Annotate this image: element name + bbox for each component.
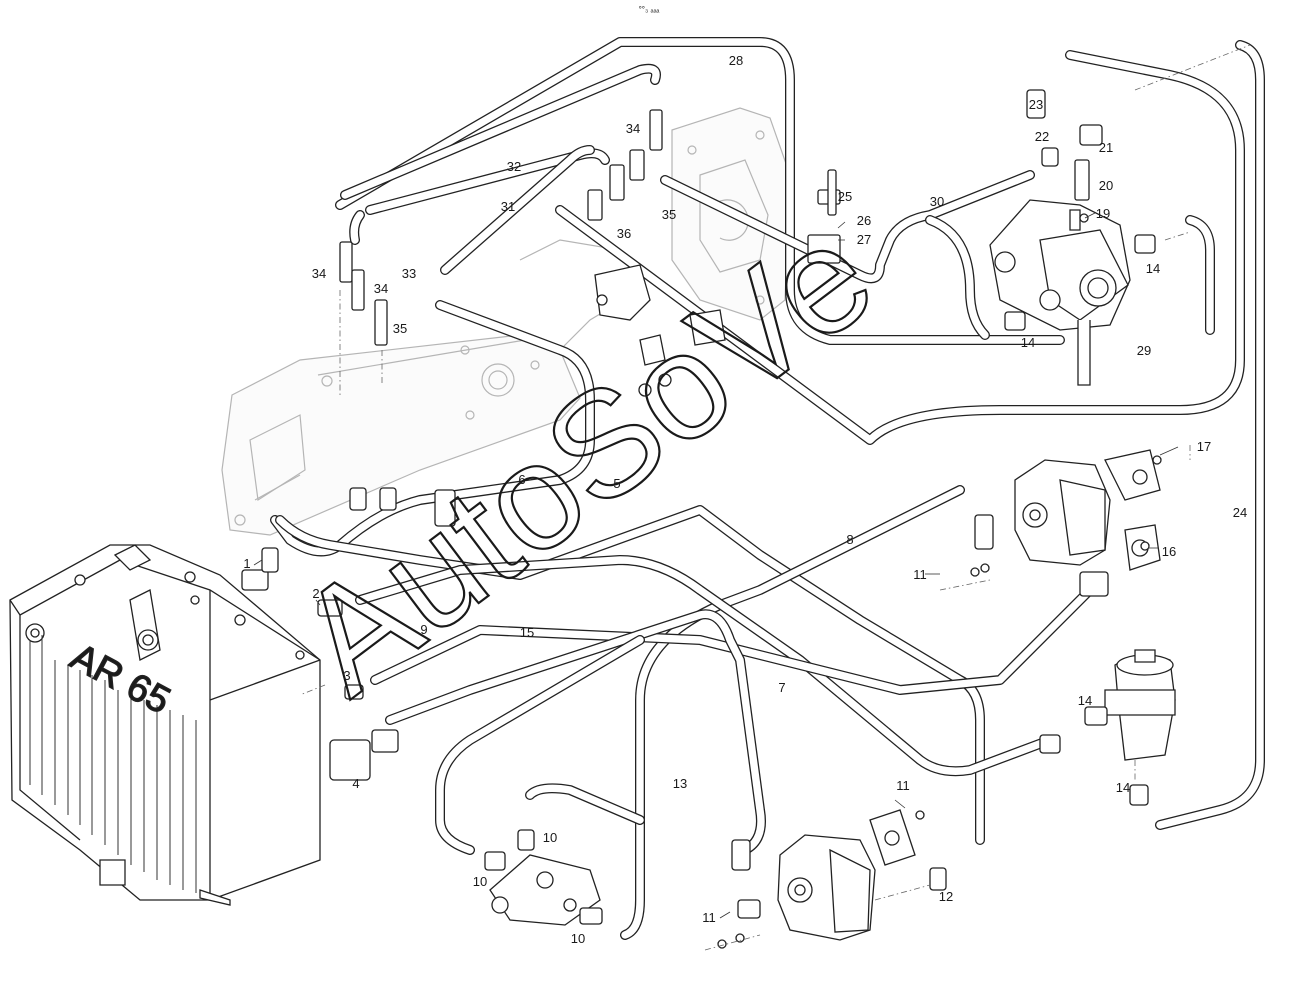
hydraulic-pump-upper-right <box>989 199 1131 386</box>
callout-c24: 24 <box>1233 505 1247 520</box>
callout-c14d: 14 <box>1116 780 1130 795</box>
hose-13 <box>435 635 645 855</box>
hose-28 <box>335 37 1065 345</box>
hose-29b <box>1185 215 1215 335</box>
hose-31 <box>349 145 610 275</box>
hose-30 <box>660 170 1035 340</box>
callout-c17: 17 <box>1197 439 1211 454</box>
callout-c34c: 34 <box>626 121 640 136</box>
callout-c14a: 14 <box>1146 261 1160 276</box>
callout-c35b: 35 <box>662 207 676 222</box>
callout-c3: 3 <box>343 668 350 683</box>
callout-c2: 2 <box>312 586 319 601</box>
callout-c20: 20 <box>1099 178 1113 193</box>
hose-29 <box>555 50 1245 445</box>
callout-c35a: 35 <box>393 321 407 336</box>
hydraulic-pump-lower <box>777 809 916 941</box>
callout-c9: 9 <box>420 622 427 637</box>
hose-24 <box>1155 40 1265 830</box>
hose-6 <box>270 300 595 557</box>
callout-c34a: 34 <box>312 266 326 281</box>
callout-c5: 5 <box>613 476 620 491</box>
hydraulic-filter <box>1104 649 1176 761</box>
callout-c36: 36 <box>617 226 631 241</box>
hose-32 <box>340 63 661 200</box>
hose-5 <box>275 505 985 845</box>
callout-c34b: 34 <box>374 281 388 296</box>
hose-7 <box>355 555 1055 777</box>
header-code: °°₃ ₐₐₐ <box>639 5 661 14</box>
callout-c16: 16 <box>1162 544 1176 559</box>
callout-labels: 1234567891010101111111213141414141516171… <box>243 53 1247 946</box>
callout-c11b: 11 <box>896 778 910 793</box>
callout-c12: 12 <box>939 889 953 904</box>
callout-c28: 28 <box>729 53 743 68</box>
callout-c13: 13 <box>673 776 687 791</box>
callout-c8: 8 <box>846 532 853 547</box>
callout-c29: 29 <box>1137 343 1151 358</box>
callout-c21: 21 <box>1099 140 1113 155</box>
callout-c7: 7 <box>778 680 785 695</box>
callout-c19: 19 <box>1096 206 1110 221</box>
callout-c11c: 11 <box>702 910 716 925</box>
callout-c11a: 11 <box>913 567 927 582</box>
callout-c30: 30 <box>930 194 944 209</box>
callout-c6: 6 <box>518 472 525 487</box>
callout-c15: 15 <box>520 625 534 640</box>
valve-block-center <box>594 264 726 397</box>
callout-c1: 1 <box>243 556 250 571</box>
callout-c26: 26 <box>857 213 871 228</box>
control-valve-lower-left <box>489 854 601 926</box>
hose-15 <box>385 609 766 855</box>
callout-c25: 25 <box>838 189 852 204</box>
gearbox-cover-outline <box>221 239 641 536</box>
callout-c4: 4 <box>352 776 359 791</box>
hydraulic-pump-mid-right <box>1014 449 1161 571</box>
callout-c10c: 10 <box>571 931 585 946</box>
fittings <box>241 89 1156 925</box>
callout-c33: 33 <box>402 266 416 281</box>
washers <box>717 213 1162 949</box>
callout-c10a: 10 <box>543 830 557 845</box>
centerlines <box>299 44 1251 951</box>
leader-lines <box>253 212 1179 919</box>
callout-c27: 27 <box>857 232 871 247</box>
hose-9 <box>370 585 1095 695</box>
callout-c32: 32 <box>507 159 521 174</box>
callout-c23: 23 <box>1029 97 1043 112</box>
callout-c22: 22 <box>1035 129 1049 144</box>
callout-c31: 31 <box>501 199 515 214</box>
callout-c14c: 14 <box>1078 693 1092 708</box>
callout-c10b: 10 <box>473 874 487 889</box>
callout-c14b: 14 <box>1021 335 1035 350</box>
transmission-housing: AR 65 <box>9 544 321 906</box>
